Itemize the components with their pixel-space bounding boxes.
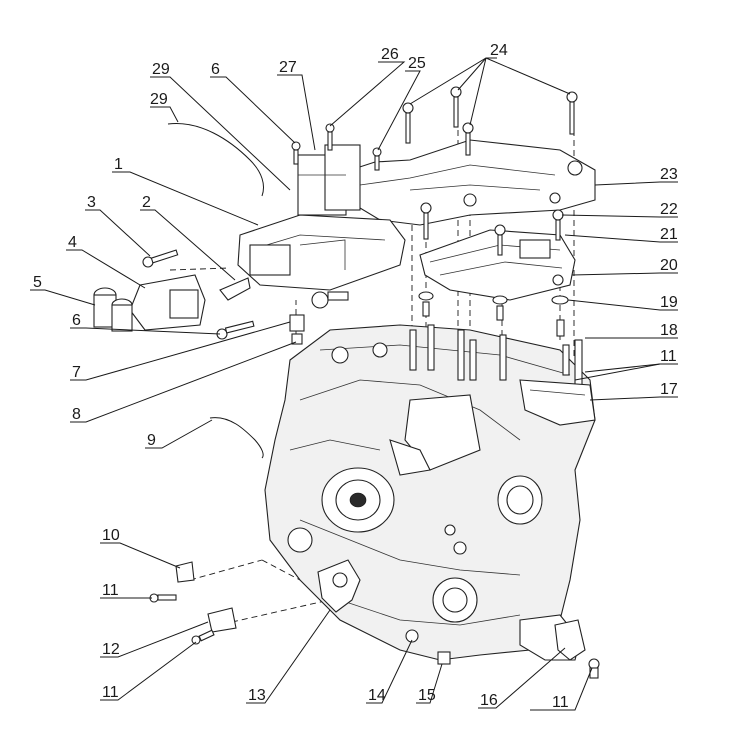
- callout-17: 17: [660, 381, 678, 398]
- callout-8: 8: [72, 406, 81, 423]
- callout-4: 4: [68, 234, 77, 251]
- callout-24: 24: [490, 42, 508, 59]
- callout-13: 13: [248, 687, 266, 704]
- callout-28: 29: [152, 61, 170, 78]
- callout-10: 10: [102, 527, 120, 544]
- callout-2: 2: [142, 194, 151, 211]
- valve-assembly: [93, 274, 206, 332]
- relay-block: [297, 144, 361, 216]
- crankcase-body: [264, 324, 596, 661]
- wire-9: [209, 417, 264, 459]
- callout-9: 9: [147, 432, 156, 449]
- callout-11-d: 11: [660, 348, 677, 365]
- callout-11-c: 11: [552, 694, 569, 711]
- callout-7: 7: [72, 364, 81, 381]
- bolt-24b-icon: [450, 86, 462, 128]
- callout-6-left: 6: [72, 312, 81, 329]
- callout-12: 12: [102, 641, 120, 658]
- callout-5: 5: [33, 274, 42, 291]
- callout-22: 22: [660, 201, 678, 218]
- callout-14: 14: [368, 687, 386, 704]
- bolt-24a-icon: [402, 102, 414, 144]
- callout-25: 25: [408, 55, 426, 72]
- fasteners: [142, 86, 600, 679]
- callout-15: 15: [418, 687, 436, 704]
- callout-1: 1: [114, 156, 123, 173]
- callout-29: 29: [150, 91, 168, 108]
- callout-18: 18: [660, 322, 678, 339]
- callout-21: 21: [660, 226, 678, 243]
- control-module: [419, 229, 576, 301]
- callout-23: 23: [660, 166, 678, 183]
- callout-27: 27: [279, 59, 297, 76]
- wire-29: [167, 122, 264, 197]
- leader-lines: [30, 57, 678, 711]
- callout-11-a: 11: [102, 582, 119, 599]
- bolt-24d-icon: [566, 91, 578, 135]
- callout-19: 19: [660, 294, 678, 311]
- callout-11-b: 11: [102, 684, 119, 701]
- bolt-24c-icon: [462, 122, 474, 156]
- callout-6-top: 6: [211, 61, 220, 78]
- callout-26: 26: [381, 46, 399, 63]
- electrical-box: [237, 214, 406, 291]
- callout-20: 20: [660, 257, 678, 274]
- callout-16: 16: [480, 692, 498, 709]
- callout-3: 3: [87, 194, 96, 211]
- callout-labels: 29 6 27 26 25 24 29 1 3 2 4 5 6 7 8 9 10…: [33, 42, 678, 711]
- top-cover: [334, 139, 596, 226]
